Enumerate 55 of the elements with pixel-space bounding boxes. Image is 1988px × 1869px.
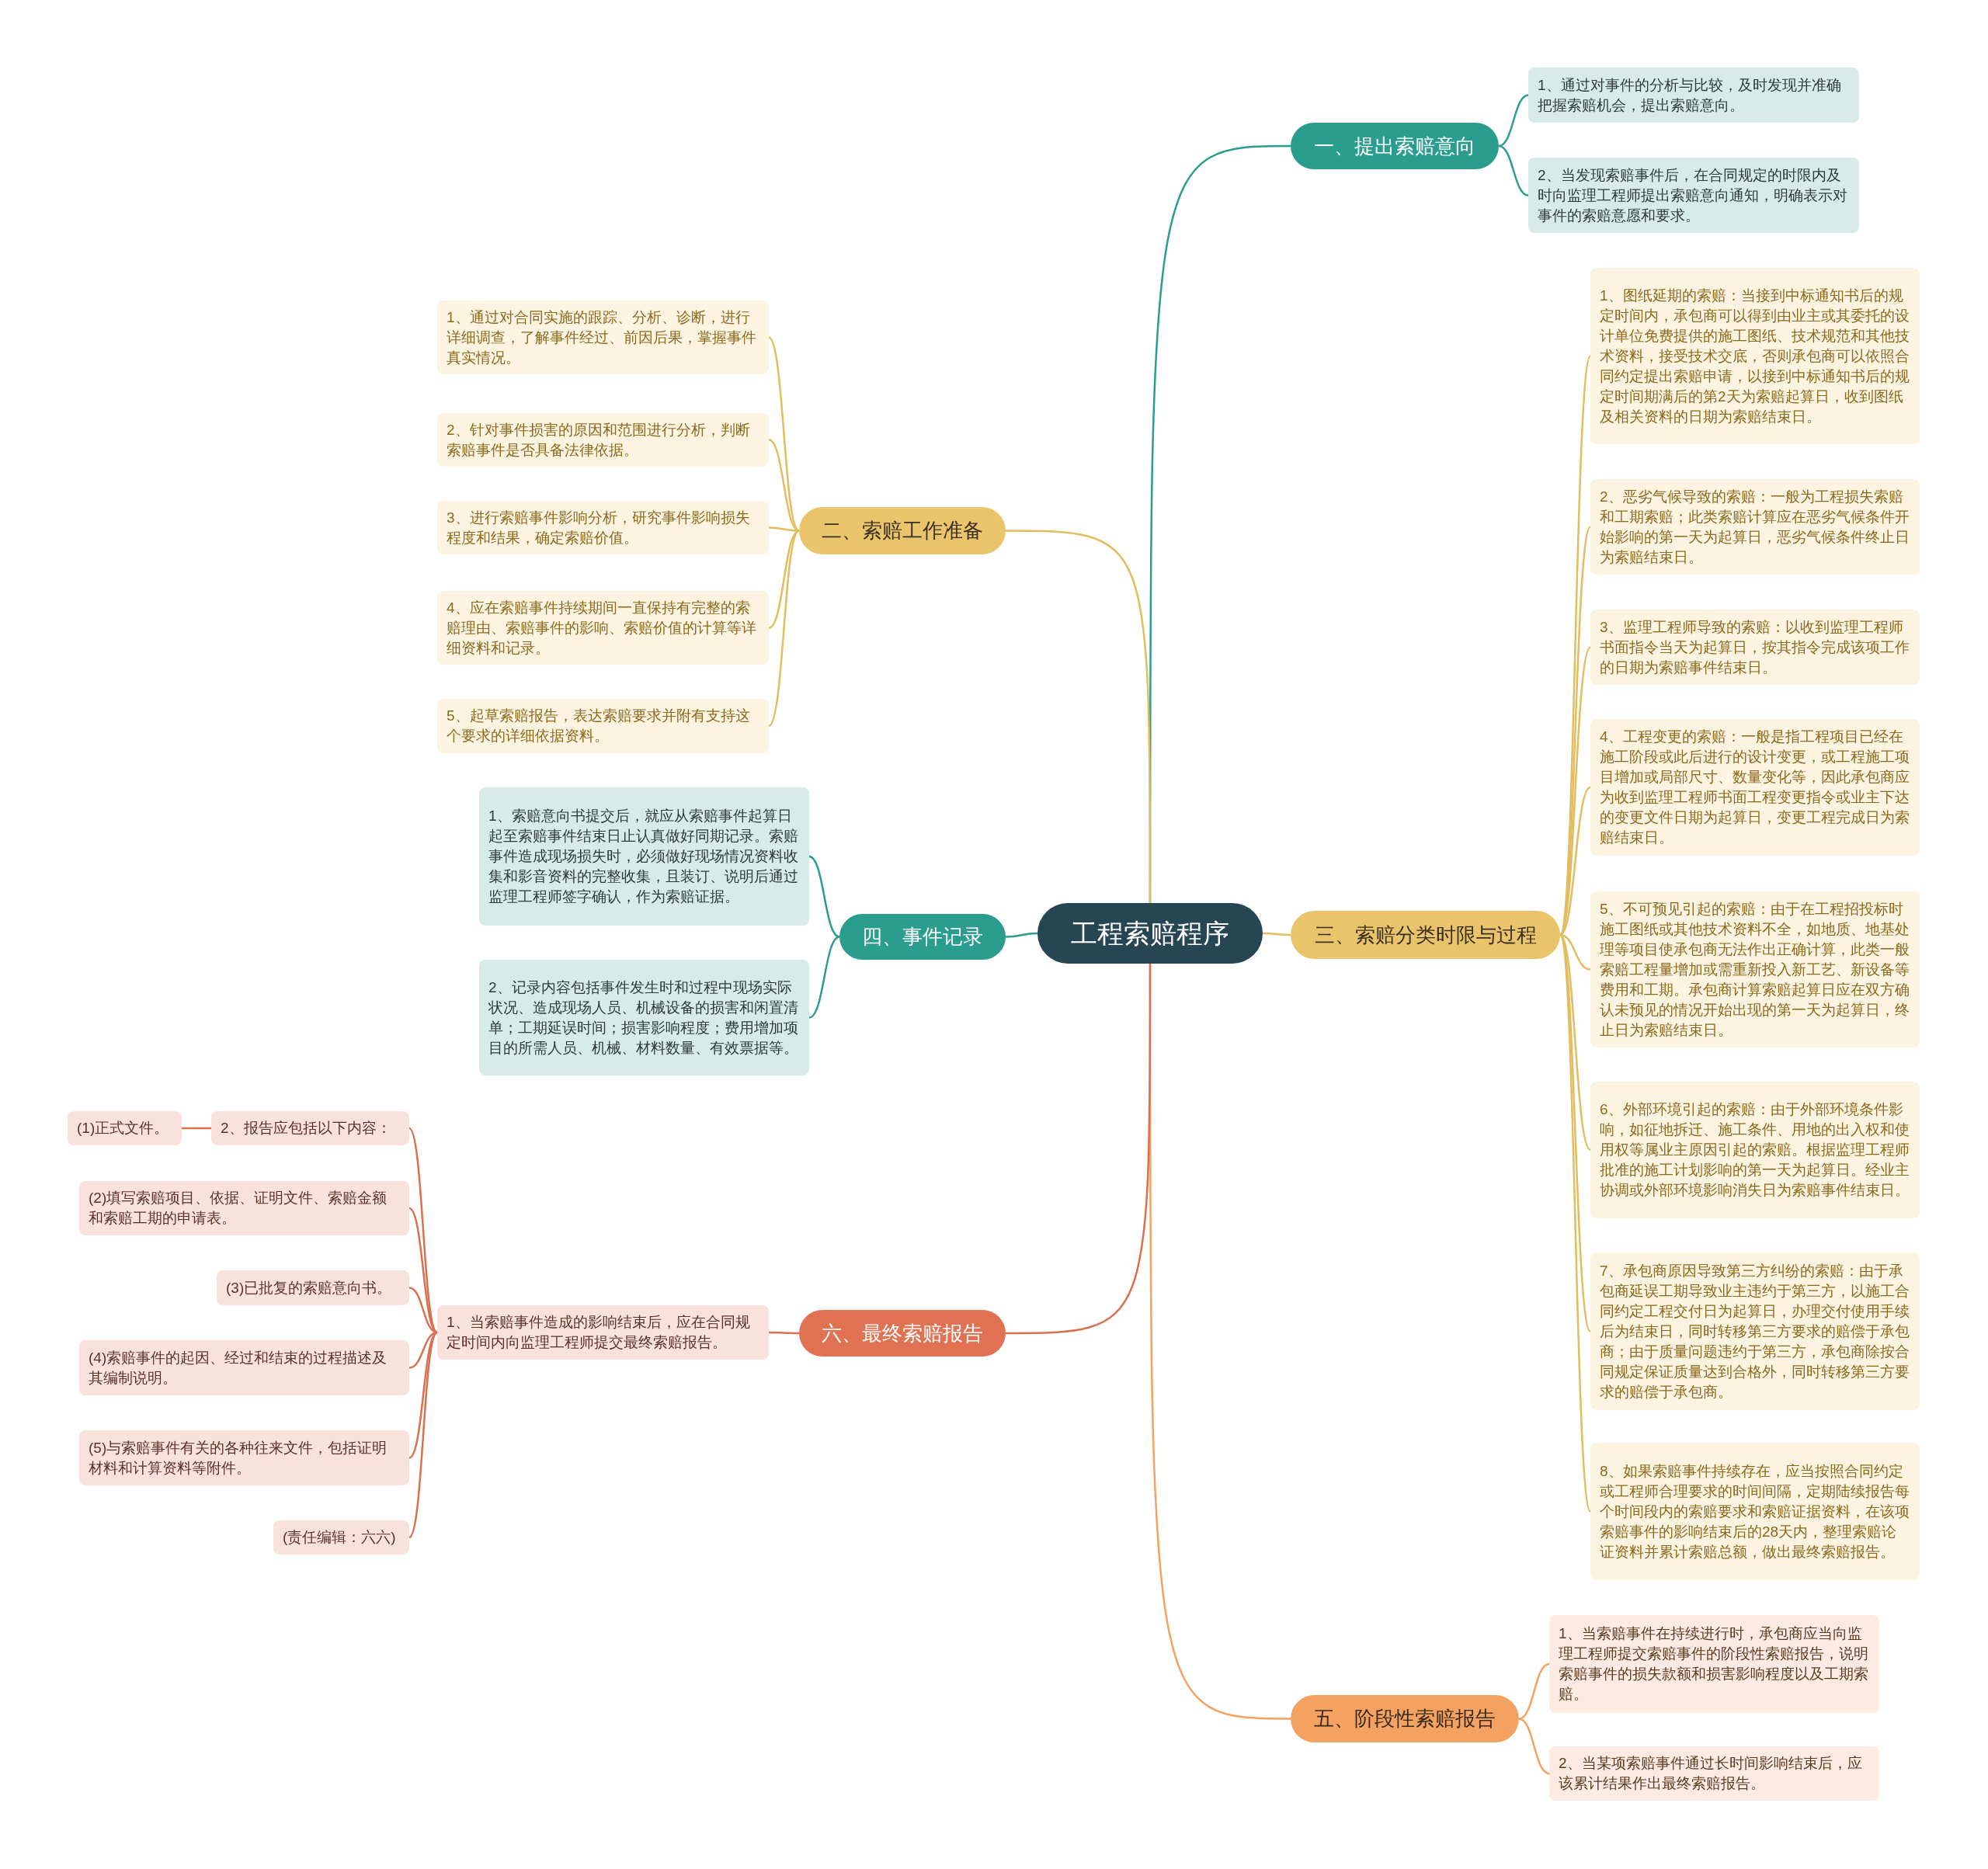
connector-line	[1518, 1718, 1550, 1775]
leaf-card: (2)填写索赔项目、依据、证明文件、索赔金额和索赔工期的申请表。	[79, 1181, 409, 1235]
connector-line	[1559, 787, 1591, 936]
leaf-card: 2、记录内容包括事件发生时和过程中现场实际状况、造成现场人员、机械设备的损害和闲置清单；工期延误时间；损害影响程度；费用增加项目的所需人员、机械、材料数量、有效票据等。	[479, 960, 809, 1075]
leaf-card: 4、应在索赔事件持续期间一直保持有完整的索赔理由、索赔事件的影响、索赔价值的计算等详细资料和记录。	[437, 591, 769, 665]
leaf-card: 8、如果索赔事件持续存在，应当按照合同约定或工程师合理要求的时间间隔，定期陆续报告每个时间段内的索赔要求和索赔证据资料，在该项索赔事件的影响结束后的28天内，整理索赔论证资料并累计索赔总额，做出最终索赔报告。	[1590, 1443, 1920, 1580]
connector-line	[1498, 144, 1529, 196]
connector-line	[1559, 933, 1591, 971]
connector-line	[768, 336, 800, 532]
leaf-card: 4、工程变更的索赔：一般是指工程项目已经在施工阶段或此后进行的设计变更，或工程施工项目增加或局部尺寸、数量变化等，因此承包商应为收到监理工程师书面工程变更指令或业主下达的变更文件日期为起算日，变更工程完成日为索赔结束日。	[1590, 719, 1920, 856]
leaf-card: 2、当某项索赔事件通过长时间影响结束后，应该累计结果作出最终索赔报告。	[1549, 1746, 1879, 1801]
connector-line	[768, 530, 800, 629]
leaf-card: 5、起草索赔报告，表达索赔要求并附有支持这个要求的详细依据资料。	[437, 699, 769, 753]
connector-line	[1498, 94, 1529, 148]
connector-line	[768, 530, 800, 727]
central-topic: 工程索赔程序	[1037, 903, 1263, 964]
branch-topic: 二、索赔工作准备	[799, 507, 1006, 554]
branch-topic: 六、最终索赔报告	[799, 1310, 1006, 1357]
leaf-card: 1、当索赔事件造成的影响结束后，应在合同规定时间内向监理工程师提交最终索赔报告。	[437, 1305, 769, 1360]
connector-line	[1006, 530, 1152, 903]
leaf-card: 1、图纸延期的索赔：当接到中标通知书后的规定时间内，承包商可以得到由业主或其委托的设计单位免费提供的施工图纸、技术规范和其他技术资料，接受技术交底，否则承包商可以依照合同约定提出索赔申请，以接到中标通知书后的规定时间期满后的第2天为索赔起算日，收到图纸及相关资料的日期为索赔结束日。	[1590, 268, 1920, 444]
leaf-card: (3)已批复的索赔意向书。	[217, 1270, 409, 1305]
leaf-card: (4)索赔事件的起因、经过和结束的过程描述及其编制说明。	[79, 1340, 409, 1395]
branch-topic: 一、提出索赔意向	[1291, 123, 1499, 169]
connector-line	[1518, 1662, 1550, 1720]
leaf-card: 1、索赔意向书提交后，就应从索赔事件起算日起至索赔事件结束日止认真做好同期记录。索赔事件造成现场损失时，必须做好现场情况资料收集和影音资料的完整收集，且装订、说明后通过监理工程师签字确认，作为索赔证据。	[479, 787, 809, 926]
leaf-card: (1)正式文件。	[68, 1111, 182, 1145]
connector-line	[408, 1332, 438, 1538]
connector-line	[1006, 964, 1152, 1335]
leaf-card: 2、报告应包括以下内容：	[211, 1111, 409, 1145]
connector-line	[408, 1207, 438, 1333]
branch-topic: 五、阶段性索赔报告	[1291, 1695, 1519, 1742]
leaf-card: (责任编辑：六六)	[273, 1520, 409, 1555]
leaf-card: 3、监理工程师导致的索赔：以收到监理工程师书面指令当天为起算日，按其指令完成该项工作的日期为索赔事件结束日。	[1590, 610, 1920, 685]
leaf-card: (5)与索赔事件有关的各种往来文件，包括证明材料和计算资料等附件。	[79, 1430, 409, 1485]
connector-line	[1263, 932, 1291, 936]
leaf-card: 5、不可预见引起的索赔：由于在工程招投标时施工图纸或其他技术资料不全，如地质、地基处理等项目使承包商无法作出正确计算，此类一般索赔工程量增加或需重新投入新工艺、新设备等费用和工期。承包商计算索赔起算日应在双方确认未预见的情况开始出现的第一天为起算日，终止日为索赔结束日。	[1590, 891, 1920, 1047]
connector-line	[808, 936, 840, 1019]
leaf-card: 7、承包商原因导致第三方纠纷的索赔：由于承包商延误工期导致业主违约于第三方，以施工合同约定工程交付日为起算日，办理交付使用手续后为结束日，同时转移第三方要求的赔偿于承包商；由于质量问题违约于第三方，承包商除按合同规定保证质量达到合格外，同时转移第三方要求的赔偿于承包商。	[1590, 1252, 1920, 1410]
leaf-card: 1、当索赔事件在持续进行时，承包商应当向监理工程师提交索赔事件的阶段性索赔报告，说明索赔事件的损失款额和损害影响程度以及工期索赔。	[1549, 1615, 1879, 1713]
leaf-card: 1、通过对合同实施的跟踪、分析、诊断，进行详细调查，了解事件经过、前因后果，掌握事件真实情况。	[437, 300, 769, 374]
leaf-card: 2、当发现索赔事件后，在合同规定的时限内及时向监理工程师提出索赔意向通知，明确表示对事件的索赔意愿和要求。	[1528, 158, 1859, 233]
connector-line	[1005, 932, 1038, 938]
connector-line	[769, 1331, 799, 1335]
leaf-card: 6、外部环境引起的索赔：由于外部环境条件影响，如征地拆迁、施工条件、用地的出入权和使用权等属业主原因引起的索赔。根据监理工程师批准的施工计划影响的第一天为起算日。经业主协调或外部环境影响消失日为索赔事件结束日。	[1590, 1082, 1920, 1218]
leaf-card: 2、恶劣气候导致的索赔：一般为工程损失索赔和工期索赔；此类索赔计算应在恶劣气候条件开始影响的第一天为起算日，恶劣气候条件终止日为索赔结束日。	[1590, 479, 1920, 575]
leaf-card: 3、进行索赔事件影响分析，研究事件影响损失程度和结果，确定索赔价值。	[437, 501, 769, 554]
connector-line	[408, 1127, 438, 1333]
connector-line	[182, 1127, 211, 1130]
connector-line	[808, 855, 840, 938]
connector-line	[768, 439, 800, 532]
leaf-card: 2、针对事件损害的原因和范围进行分析，判断索赔事件是否具备法律依据。	[437, 413, 769, 467]
leaf-card: 1、通过对事件的分析与比较，及时发现并准确把握索赔机会，提出索赔意向。	[1528, 68, 1859, 123]
branch-topic: 三、索赔分类时限与过程	[1291, 911, 1560, 959]
branch-topic: 四、事件记录	[839, 914, 1006, 960]
